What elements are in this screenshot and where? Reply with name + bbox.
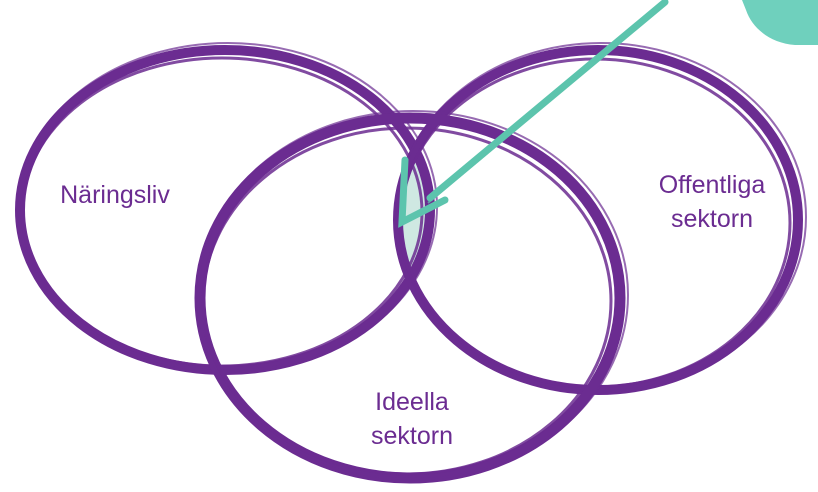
callout-bubble (742, 0, 818, 45)
label-nonprofit-line1: Ideella (375, 388, 449, 416)
label-public-line1: Offentliga (659, 171, 766, 199)
label-business: Näringsliv (60, 181, 170, 209)
label-nonprofit-line2: sektorn (371, 422, 453, 450)
label-public-line2: sektorn (671, 205, 753, 233)
